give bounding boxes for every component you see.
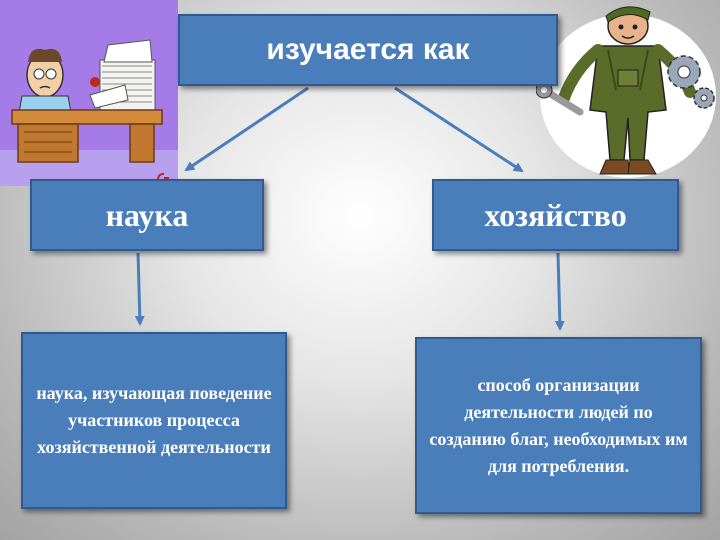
mechanic-with-wrenches-clipart <box>536 0 720 180</box>
branch-node-nauka: наука <box>30 179 264 251</box>
definition-node-hoz: способ организации деятельности людей по… <box>415 337 702 514</box>
branch-node-hoz-label: хозяйство <box>484 196 627 233</box>
definition-nauka-text: наука, изучающая поведение участников пр… <box>36 383 272 457</box>
definition-hoz-text: способ организации деятельности людей по… <box>429 374 688 476</box>
branch-node-hoz: хозяйство <box>432 179 679 251</box>
clerk-at-desk-clipart <box>0 0 178 186</box>
arrow-root-to-hoz <box>394 86 524 173</box>
definition-node-nauka: наука, изучающая поведение участников пр… <box>21 332 287 509</box>
arrow-root-to-nauka <box>184 86 309 172</box>
branch-node-nauka-label: наука <box>105 196 189 233</box>
root-node: изучается как <box>178 14 558 86</box>
arrow-nauka-to-def <box>134 252 145 326</box>
root-node-label: изучается как <box>266 33 470 66</box>
arrow-hoz-to-def <box>554 252 565 331</box>
